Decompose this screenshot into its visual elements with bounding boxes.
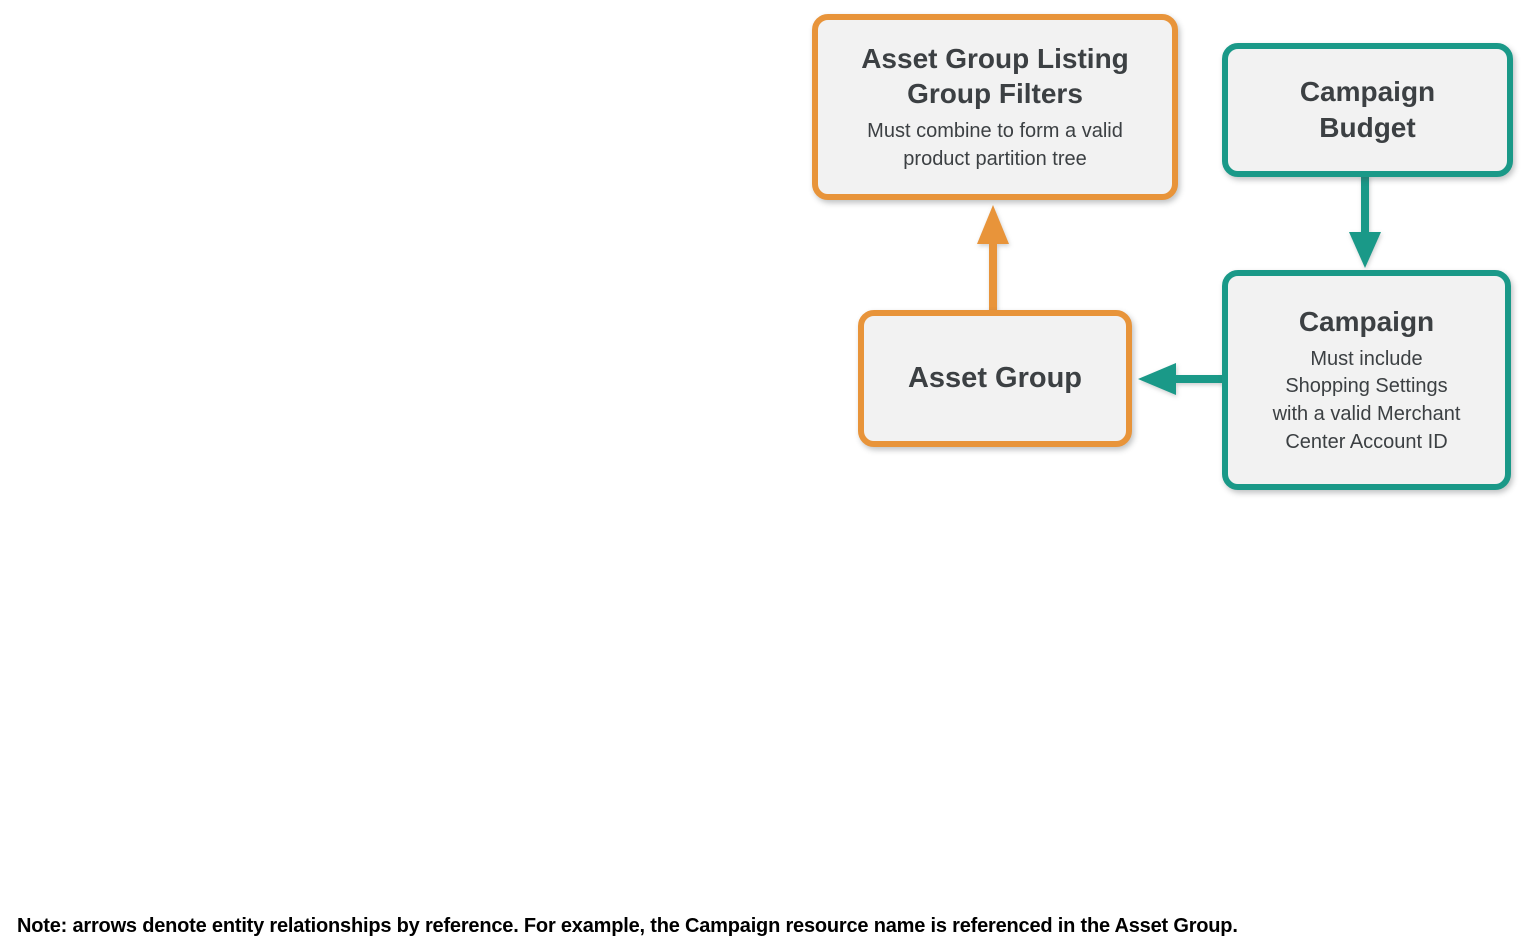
node-title: Campaign [1298, 305, 1435, 337]
node-subtitle: Must combine to form a valid product par… [867, 120, 1123, 170]
node-title: Asset Group Listing Group Filters [861, 42, 1129, 110]
node-campaign-budget: Campaign Budget [1222, 43, 1513, 177]
node-asset-group-listing-group-filters: Asset Group Listing Group Filters Must c… [812, 14, 1178, 200]
node-title: Campaign Budget [1299, 76, 1436, 143]
node-subtitle: Must include Shopping Settings with a va… [1272, 347, 1461, 453]
edge-campaign-budget-to-campaign [1349, 175, 1381, 268]
node-campaign: Campaign Must include Shopping Settings … [1222, 270, 1511, 490]
edge-asset-group-to-listing-group-filters [977, 205, 1009, 312]
node-title: Asset Group [907, 361, 1083, 394]
edge-campaign-to-asset-group [1138, 363, 1224, 395]
footnote: Note: arrows denote entity relationships… [17, 915, 1238, 937]
node-asset-group: Asset Group [858, 310, 1132, 447]
